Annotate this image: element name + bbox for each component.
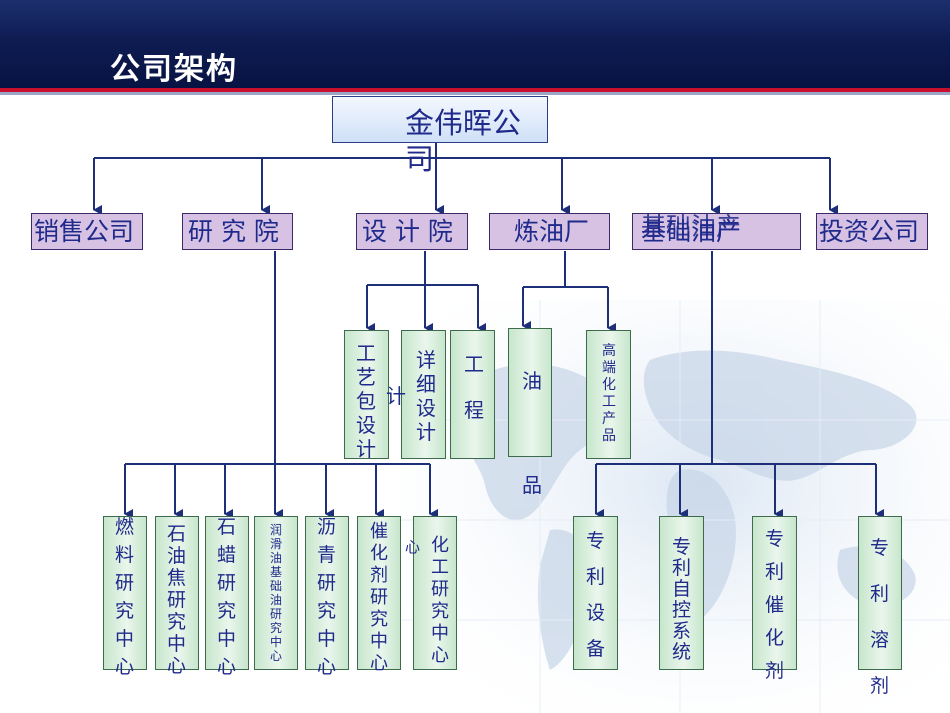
- node-fuel-research-label: 燃料研究中心: [115, 516, 135, 678]
- node-petcoke-research: 石油焦研究中心: [155, 516, 199, 677]
- node-engineering: 工程: [450, 330, 495, 459]
- node-design: 设 计 院: [356, 213, 468, 250]
- node-patent-solvent: 专利溶剂: [858, 516, 902, 697]
- node-petcoke-research-label: 石油焦研究中心: [167, 523, 187, 677]
- node-research: 研 究 院: [182, 213, 293, 250]
- node-chemical-research-xin: 心: [405, 538, 421, 556]
- title-sub-line: [0, 92, 950, 95]
- root-label: 金伟晖公司: [405, 106, 522, 176]
- node-chemical-research: 化工研究中心: [413, 516, 457, 670]
- node-patent-catalyst: 专利催化剂: [752, 516, 797, 682]
- root-node: 金伟晖公司: [332, 96, 548, 176]
- node-patent-equipment-label: 专利设备: [586, 530, 606, 660]
- node-oil-products: 油品: [508, 328, 552, 497]
- node-base-oil-label: 基础油产: [641, 217, 742, 246]
- node-lube-research: 润滑油基础油研究中心: [254, 516, 298, 670]
- node-asphalt-research: 沥青研究中心: [305, 516, 349, 678]
- node-patent-solvent-label: 专利溶剂: [870, 537, 890, 697]
- node-patent-catalyst-label: 专利催化剂: [765, 528, 785, 682]
- node-refinery: 炼油厂: [489, 213, 610, 250]
- node-wax-research-label: 石蜡研究中心: [217, 516, 237, 678]
- node-process-package: 工艺包设计: [344, 330, 389, 461]
- node-research-label: 研 究 院: [188, 217, 279, 246]
- node-base-oil: 基础油产 基础油产: [632, 213, 801, 250]
- node-sales: 销售公司: [31, 213, 143, 250]
- node-detail-ji: 计: [386, 384, 406, 408]
- node-catalyst-research-label: 催化剂研究中心: [370, 521, 388, 674]
- node-base-oil-label-overlap: 基础油产: [641, 212, 742, 241]
- node-patent-control: 专利自控系统: [659, 516, 704, 670]
- node-invest-label: 投资公司: [819, 217, 920, 246]
- node-engineering-label: 工程: [464, 352, 484, 422]
- title-bar: [0, 0, 950, 88]
- node-sales-label: 销售公司: [34, 217, 135, 246]
- node-detail-design-label: 详细设计: [416, 348, 436, 444]
- node-lube-research-label: 润滑油基础油研究中心: [270, 523, 283, 663]
- node-asphalt-research-label: 沥青研究中心: [317, 516, 337, 678]
- node-patent-equipment: 专利设备: [573, 516, 618, 670]
- node-refinery-label: 炼油厂: [514, 217, 590, 246]
- node-fuel-research: 燃料研究中心: [103, 516, 147, 678]
- node-chemical-products-label: 高端化工产品: [602, 343, 616, 444]
- node-detail-design: 详细设计: [401, 330, 446, 459]
- node-process-package-label: 工艺包设计: [356, 341, 376, 461]
- slide-title: 公司架构: [110, 52, 238, 87]
- node-chemical-research-label: 化工研究中心: [431, 535, 449, 666]
- node-wax-research: 石蜡研究中心: [205, 516, 249, 678]
- node-design-label: 设 计 院: [362, 217, 453, 246]
- node-oil-products-label: 油品: [522, 369, 542, 497]
- node-invest: 投资公司: [816, 213, 928, 250]
- node-chemical-products: 高端化工产品: [586, 330, 631, 459]
- node-patent-control-label: 专利自控系统: [672, 536, 692, 663]
- title-accent-line: [0, 88, 950, 92]
- node-catalyst-research: 催化剂研究中心: [357, 516, 401, 674]
